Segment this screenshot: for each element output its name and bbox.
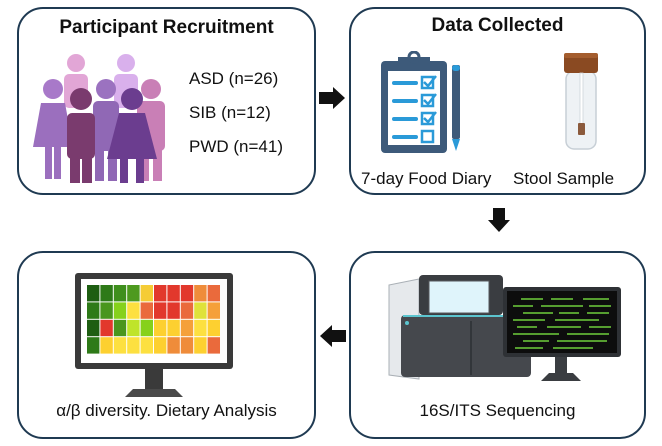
heatmap-cell bbox=[127, 337, 140, 354]
heatmap-cell bbox=[167, 319, 180, 337]
analysis-label: α/β diversity. Dietary Analysis bbox=[56, 401, 277, 420]
sample-tube-icon bbox=[561, 53, 603, 153]
heatmap-cell bbox=[100, 302, 113, 319]
heatmap-cell bbox=[100, 319, 113, 337]
heatmap-cell bbox=[180, 337, 194, 354]
sequencing-panel: 16S/ITS Sequencing bbox=[349, 251, 646, 439]
stool-sample-label: Stool Sample bbox=[513, 169, 615, 188]
heatmap-cell bbox=[154, 285, 167, 302]
heatmap-cell bbox=[127, 285, 140, 302]
heatmap-cell bbox=[167, 302, 180, 319]
heatmap-cell bbox=[87, 285, 100, 302]
heatmap-cell bbox=[194, 319, 207, 337]
heatmap-cell bbox=[113, 302, 127, 319]
heatmap-cell bbox=[127, 302, 140, 319]
heatmap-cell bbox=[180, 285, 194, 302]
panel-title: Participant Recruitment bbox=[59, 17, 274, 38]
participant-recruitment-panel: Participant Recruitment bbox=[17, 7, 316, 195]
group-label-pwd: PWD (n=41) bbox=[189, 137, 283, 156]
heatmap-cell bbox=[140, 285, 153, 302]
analysis-panel: α/β diversity. Dietary Analysis bbox=[17, 251, 316, 439]
heatmap-cell bbox=[180, 302, 194, 319]
heatmap-monitor-icon bbox=[75, 273, 235, 403]
heatmap-cell bbox=[180, 319, 194, 337]
group-label-asd: ASD (n=26) bbox=[189, 69, 279, 88]
heatmap-cell bbox=[194, 337, 207, 354]
heatmap-grid bbox=[87, 285, 220, 354]
heatmap-cell bbox=[167, 337, 180, 354]
heatmap-cell bbox=[87, 337, 100, 354]
heatmap-cell bbox=[140, 337, 153, 354]
panel-title: Data Collected bbox=[431, 15, 564, 36]
arrow-left-icon bbox=[318, 325, 346, 347]
heatmap-cell bbox=[154, 302, 167, 319]
heatmap-cell bbox=[207, 302, 220, 319]
sequencing-label: 16S/ITS Sequencing bbox=[419, 401, 576, 420]
heatmap-cell bbox=[154, 337, 167, 354]
heatmap-cell bbox=[100, 285, 113, 302]
heatmap-cell bbox=[87, 319, 100, 337]
food-diary-label: 7-day Food Diary bbox=[361, 169, 492, 188]
arrow-right-icon bbox=[319, 87, 347, 109]
heatmap-cell bbox=[113, 285, 127, 302]
heatmap-cell bbox=[194, 302, 207, 319]
heatmap-cell bbox=[207, 319, 220, 337]
heatmap-cell bbox=[113, 337, 127, 354]
heatmap-cell bbox=[154, 319, 167, 337]
clipboard-checklist-icon bbox=[381, 51, 461, 157]
heatmap-cell bbox=[140, 302, 153, 319]
heatmap-cell bbox=[167, 285, 180, 302]
heatmap-cell bbox=[127, 319, 140, 337]
group-label-sib: SIB (n=12) bbox=[189, 103, 271, 122]
heatmap-cell bbox=[100, 337, 113, 354]
heatmap-cell bbox=[207, 337, 220, 354]
heatmap-cell bbox=[113, 319, 127, 337]
data-collected-panel: Data Collected bbox=[349, 7, 646, 195]
heatmap-cell bbox=[87, 302, 100, 319]
arrow-down-icon bbox=[488, 208, 510, 234]
heatmap-cell bbox=[194, 285, 207, 302]
heatmap-cell bbox=[140, 319, 153, 337]
heatmap-cell bbox=[207, 285, 220, 302]
people-group-icon bbox=[31, 51, 171, 183]
sequencer-machine-icon bbox=[383, 273, 623, 383]
